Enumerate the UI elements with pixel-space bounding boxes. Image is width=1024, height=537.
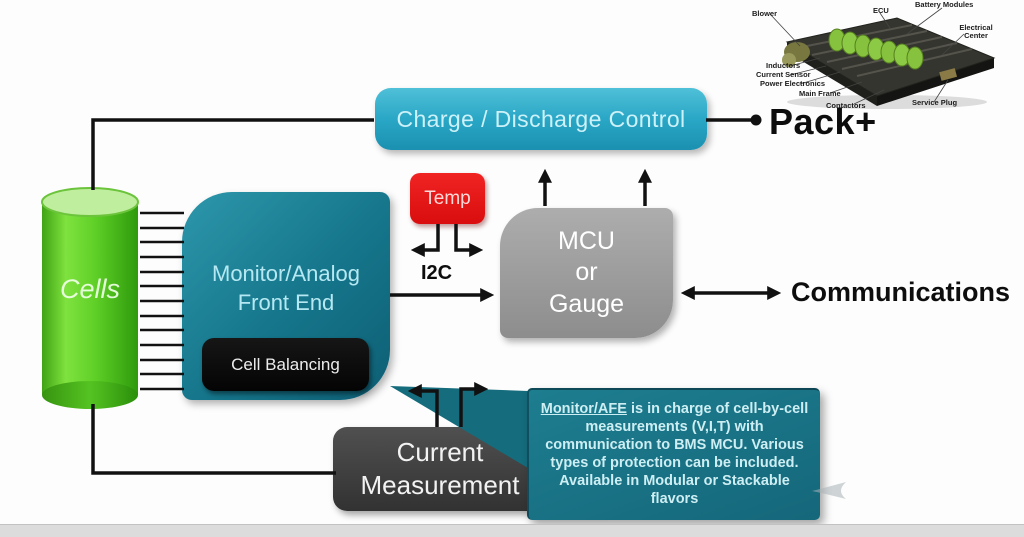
photo-label-inductors: Inductors: [766, 61, 801, 70]
callout-highlight: Monitor/AFE: [540, 401, 627, 418]
photo-label-battery-modules: Battery Modules: [915, 0, 974, 9]
pack-plus-label: Pack+: [769, 101, 877, 142]
i2c-label: I2C: [421, 262, 453, 284]
photo-label-blower: Blower: [752, 9, 778, 18]
mcu-line2: or: [575, 258, 598, 287]
mcu-line3: Gauge: [548, 289, 625, 318]
cells-label: Cells: [60, 274, 120, 304]
arrow-current-bus-left: [407, 384, 439, 427]
photo-label-ecu: ECU: [873, 6, 889, 15]
cell-balancing-box: Cell Balancing: [202, 338, 369, 391]
photo-label-power-electronics: Power Electronics: [760, 79, 826, 88]
monitor-afe-label: Monitor/Analog Front End: [212, 261, 360, 315]
cells-cylinder: Cells: [41, 187, 139, 409]
arrow-temp-bus-left: [410, 224, 440, 257]
callout-text: Monitor/AFE is in charge of cell-by-cell…: [536, 401, 813, 509]
charge-discharge-control-label: Charge / Discharge Control: [396, 105, 686, 132]
wire-cells-to-current: [91, 404, 336, 475]
photo-label-main-frame: Main Frame: [799, 89, 841, 98]
photo-label-electrical-center: Electrical Center: [959, 23, 993, 41]
wire-bundle-cells-to-afe: [140, 211, 184, 391]
charge-discharge-control-box: Charge / Discharge Control: [375, 88, 707, 150]
mcu-box: MCU or Gauge: [500, 208, 673, 338]
arrow-current-bus-right: [459, 382, 489, 427]
battery-pack-illustration: [769, 7, 996, 109]
wire-cells-to-charge: [91, 118, 374, 190]
monitor-afe-box: Monitor/Analog Front End Cell Balancing: [182, 192, 390, 400]
temp-label: Temp: [424, 187, 471, 209]
photo-label-service-plug: Service Plug: [912, 98, 958, 107]
cell-balancing-label: Cell Balancing: [231, 354, 340, 374]
bottom-strip: [0, 524, 1024, 537]
mcu-line1: MCU: [558, 226, 615, 255]
callout-body: is in charge of cell-by-cell measurement…: [545, 401, 809, 507]
arrow-temp-bus-right: [454, 224, 484, 257]
battery-pack-photo: Blower ECU Battery Modules Electrical Ce…: [742, 0, 1024, 118]
photo-label-contactors: Contactors: [826, 101, 866, 110]
photo-label-current-sensor: Current Sensor: [756, 70, 811, 79]
temp-sensor-box: Temp: [410, 173, 485, 224]
communications-label: Communications: [791, 277, 1011, 307]
current-measurement-label: Current Measurement: [360, 436, 520, 500]
monitor-afe-callout: Monitor/AFE is in charge of cell-by-cell…: [527, 388, 820, 520]
